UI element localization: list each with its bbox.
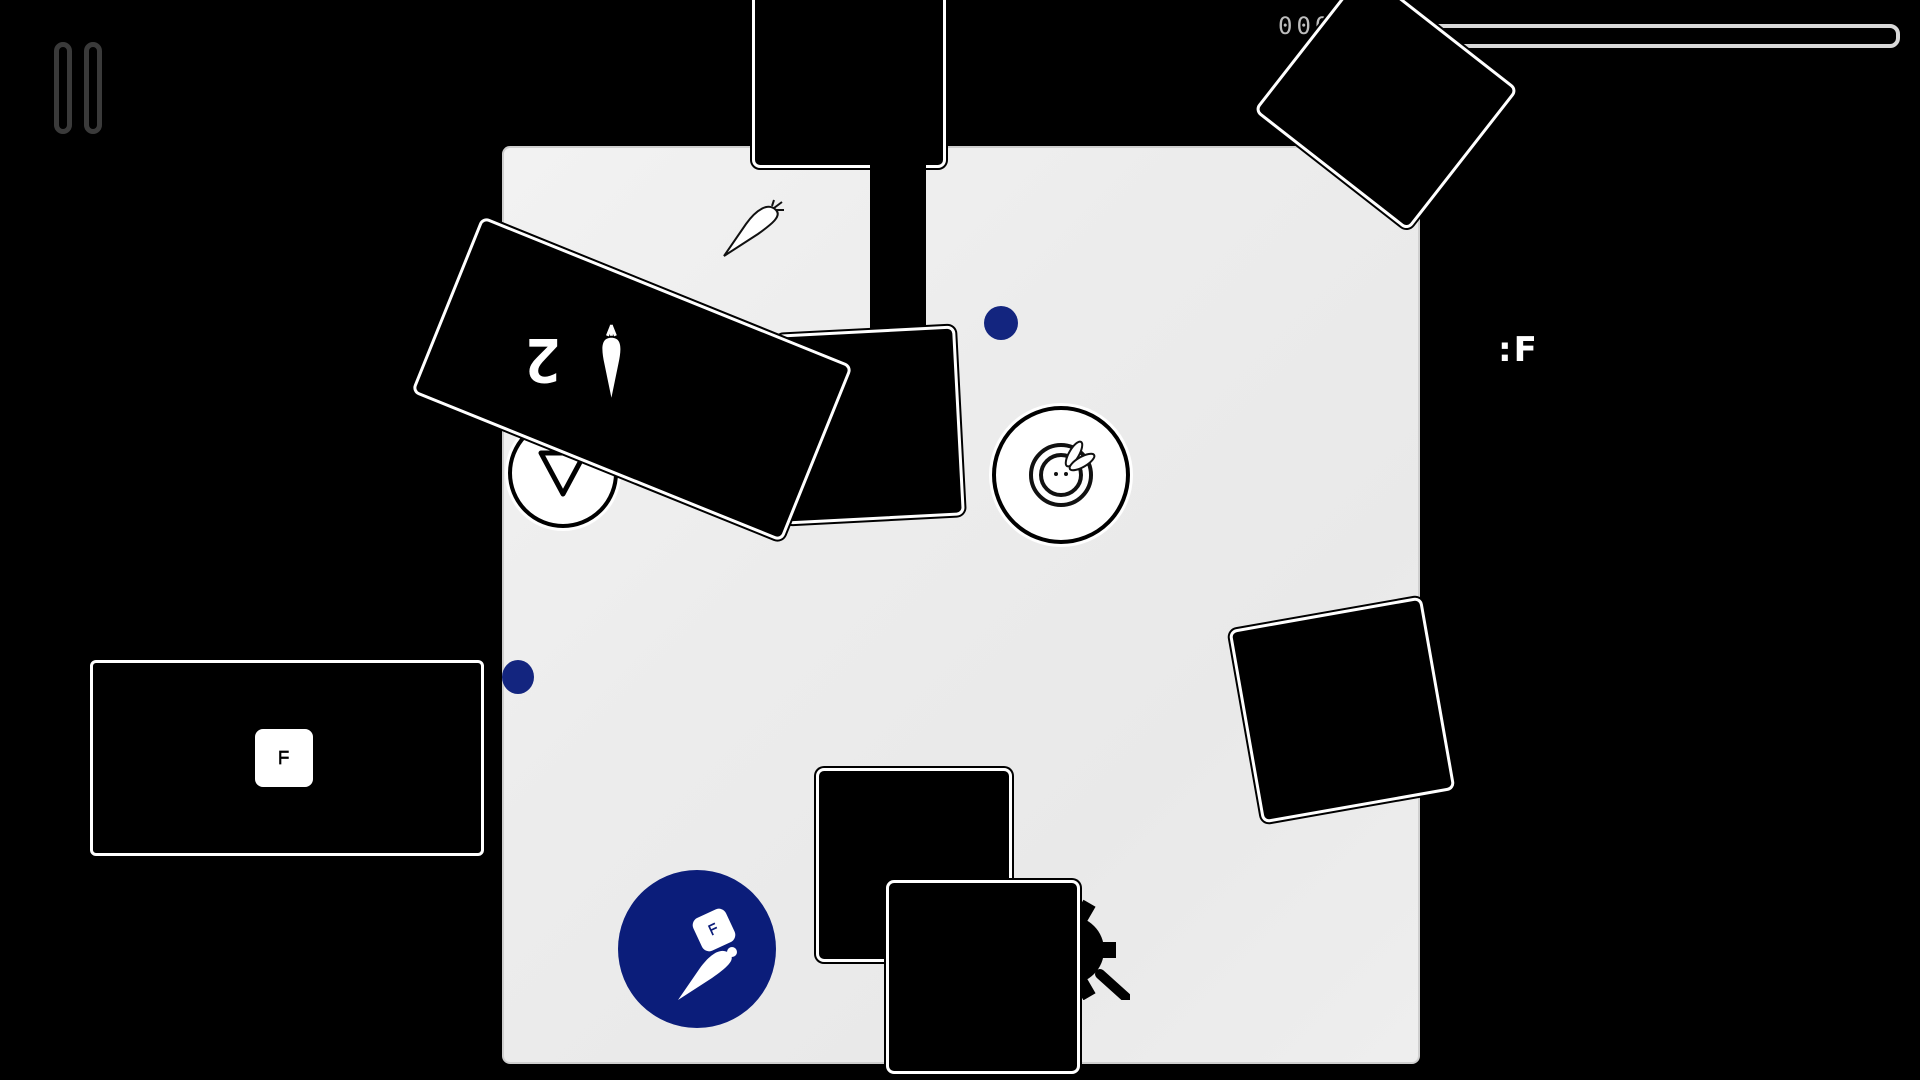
key-tile[interactable]: ᖴ <box>255 729 313 787</box>
bottom-block-right <box>886 880 1080 1074</box>
carrot-key-badge[interactable]: ᖴ <box>618 870 776 1028</box>
carrot-icon <box>602 324 621 398</box>
side-exit-glyph: :F <box>1498 330 1539 370</box>
bunny-face-icon <box>1029 440 1096 507</box>
pause-icon <box>84 42 102 134</box>
tilted-slab: 2 <box>410 215 854 543</box>
pause-button[interactable] <box>52 40 112 140</box>
pause-icon <box>54 42 72 134</box>
level-progress-bar <box>1413 24 1900 48</box>
carrots-remaining-label: 2 <box>524 323 561 394</box>
carrot-icon[interactable] <box>716 198 786 268</box>
blue-dot <box>502 660 534 694</box>
carrot-icon <box>678 947 737 1000</box>
blue-dot <box>984 306 1018 340</box>
right-block <box>1228 596 1456 824</box>
top-block <box>752 0 946 168</box>
top-connector <box>870 160 926 340</box>
bunny-goal[interactable] <box>992 406 1130 544</box>
carrot-counter: 2 <box>524 324 724 424</box>
